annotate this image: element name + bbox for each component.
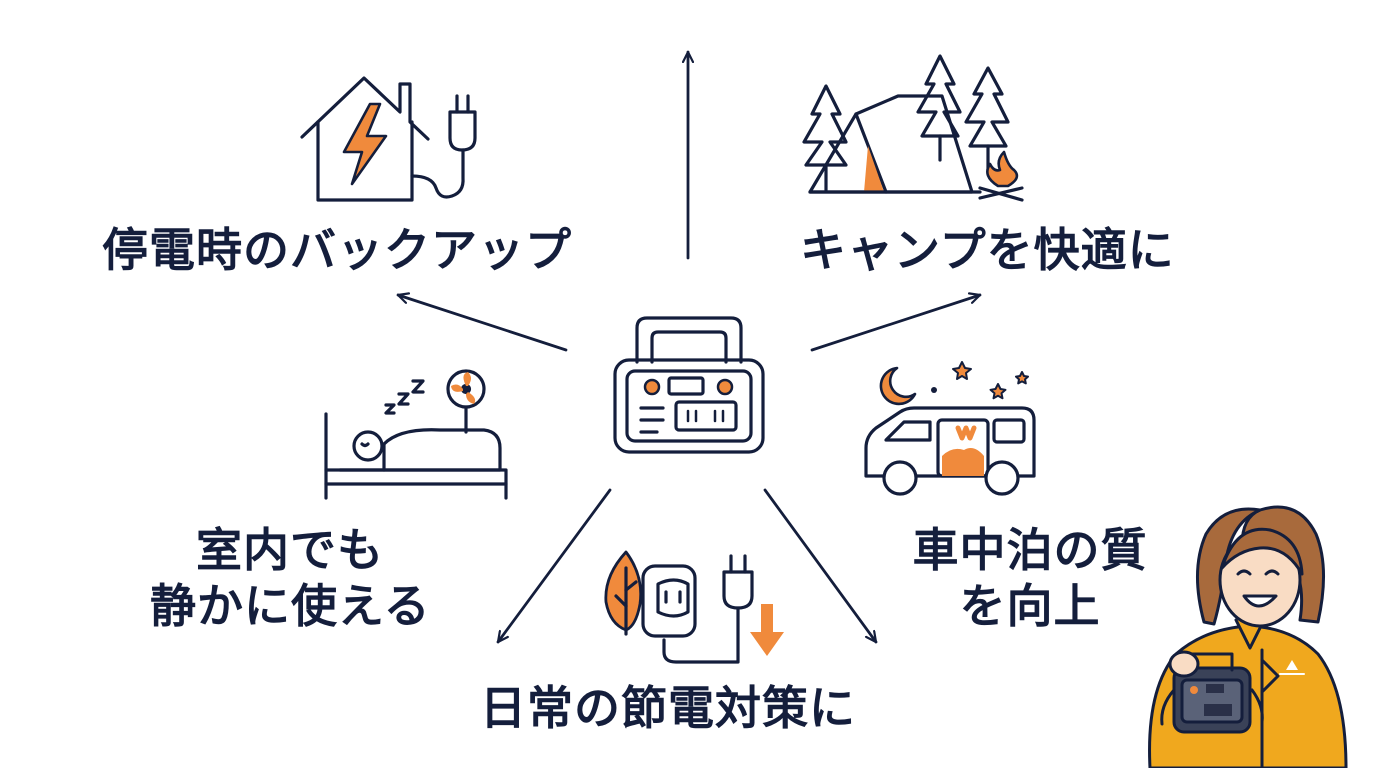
sleeping-bed-fan-icon	[324, 369, 508, 500]
arrow-to-camping	[810, 295, 982, 352]
arrows	[396, 50, 982, 644]
label-quiet: 室内でも 静かに使える	[150, 522, 430, 634]
label-backup: 停電時のバックアップ	[102, 223, 572, 277]
tent-trees-campfire-icon	[802, 54, 1024, 202]
label-quiet-line2: 静かに使える	[150, 579, 431, 633]
house-lightning-plug-icon	[300, 76, 477, 202]
woman-holding-power-station-icon	[1148, 505, 1348, 768]
label-camping: キャンプを快適に	[800, 223, 1175, 277]
label-carcamp-line1: 車中泊の質	[912, 523, 1148, 577]
label-quiet-line1: 室内でも	[196, 523, 384, 577]
arrow-to-quiet	[496, 488, 612, 644]
label-carcamp: 車中泊の質 を向上	[880, 522, 1180, 634]
label-saving: 日常の節電対策に	[480, 681, 856, 735]
van-moon-stars-icon	[864, 361, 1036, 496]
arrow-to-backup	[396, 295, 568, 352]
portable-power-station-icon	[613, 316, 765, 454]
arrow-to-carcamp	[763, 488, 878, 644]
leaf-outlet-plug-down-arrow-icon	[604, 550, 784, 664]
label-carcamp-line2: を向上	[959, 579, 1101, 633]
